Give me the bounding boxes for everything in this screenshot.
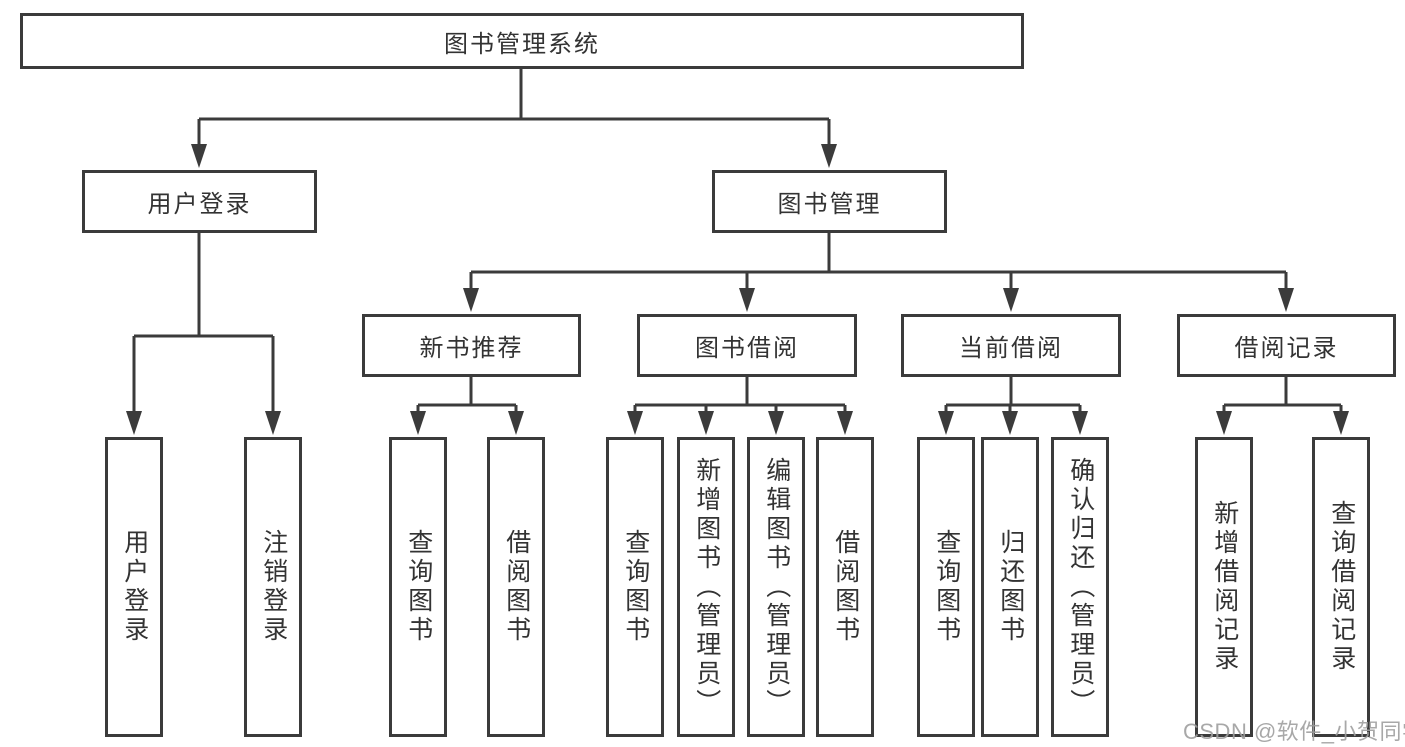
arrowhead-icon <box>508 411 524 435</box>
arrowhead-icon <box>1003 288 1019 312</box>
node-book-management: 图书管理 <box>712 170 947 233</box>
arrowhead-icon <box>698 411 714 435</box>
arrowhead-icon <box>739 288 755 312</box>
node-borrow-books-borrow: 借阅图书 <box>816 437 874 737</box>
node-logout-leaf: 注销登录 <box>244 437 302 737</box>
node-add-borrow-record: 新增借阅记录 <box>1195 437 1253 737</box>
node-add-book-admin: 新增图书（管理员） <box>677 437 735 737</box>
node-return-book: 归还图书 <box>981 437 1039 737</box>
arrowhead-icon <box>627 411 643 435</box>
node-new-book-recommendation: 新书推荐 <box>362 314 581 377</box>
edge-records-to-leaves <box>1222 377 1343 413</box>
csdn-watermark: CSDN @软件_小贺同学 <box>1183 719 1405 744</box>
edge-root-to-level2 <box>197 68 831 146</box>
node-current-borrowing: 当前借阅 <box>901 314 1121 377</box>
edge-borrow-to-leaves <box>633 377 847 413</box>
node-user-login-leaf: 用户登录 <box>105 437 163 737</box>
node-confirm-return-admin: 确认归还（管理员） <box>1051 437 1109 737</box>
tree-edges <box>132 68 1343 413</box>
arrowhead-icon <box>410 411 426 435</box>
arrowhead-icon <box>821 144 837 168</box>
arrowhead-icon <box>938 411 954 435</box>
edge-userlogin-to-leaves <box>132 233 275 413</box>
node-query-books-recommend: 查询图书 <box>389 437 447 737</box>
node-query-books-borrow: 查询图书 <box>606 437 664 737</box>
node-book-borrowing: 图书借阅 <box>637 314 857 377</box>
arrowhead-icon <box>191 144 207 168</box>
arrowhead-icon <box>1278 288 1294 312</box>
node-library-management-system: 图书管理系统 <box>20 13 1024 69</box>
arrowhead-icon <box>768 411 784 435</box>
node-query-borrow-record: 查询借阅记录 <box>1312 437 1370 737</box>
arrowhead-icon <box>1072 411 1088 435</box>
arrowhead-icon <box>1216 411 1232 435</box>
node-query-books-current: 查询图书 <box>917 437 975 737</box>
node-user-login: 用户登录 <box>82 170 317 233</box>
node-borrowing-records: 借阅记录 <box>1177 314 1396 377</box>
edge-recommend-to-leaves <box>416 377 518 413</box>
arrowhead-icon <box>463 288 479 312</box>
arrowhead-icon <box>265 411 281 435</box>
edge-bookmgmt-to-level3 <box>469 233 1288 290</box>
arrowhead-icon <box>837 411 853 435</box>
node-edit-book-admin: 编辑图书（管理员） <box>747 437 805 737</box>
edge-current-to-leaves <box>944 377 1082 413</box>
node-borrow-books-recommend: 借阅图书 <box>487 437 545 737</box>
arrowhead-icon <box>126 411 142 435</box>
arrowheads <box>126 144 1349 435</box>
arrowhead-icon <box>1002 411 1018 435</box>
arrowhead-icon <box>1333 411 1349 435</box>
